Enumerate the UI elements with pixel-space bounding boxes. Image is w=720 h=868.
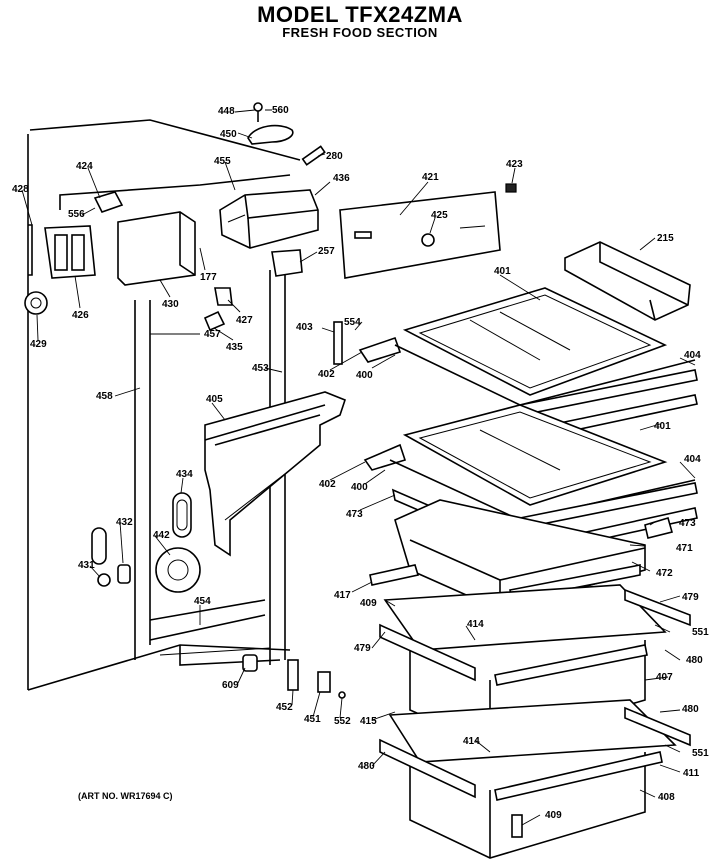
callout-401: 401 xyxy=(494,266,511,277)
callout-480c: 480 xyxy=(358,761,375,772)
callout-411: 411 xyxy=(683,768,700,779)
callout-480b: 480 xyxy=(682,704,699,715)
callout-404b: 404 xyxy=(684,454,701,465)
door-bin xyxy=(564,241,691,321)
callout-177: 177 xyxy=(200,272,217,283)
callout-455: 455 xyxy=(214,156,231,167)
callout-453: 453 xyxy=(252,363,269,374)
callout-428: 428 xyxy=(12,184,29,195)
callout-408: 408 xyxy=(658,792,675,803)
lower-left-parts xyxy=(91,492,258,672)
callout-427: 427 xyxy=(236,315,253,326)
fan-housing xyxy=(219,189,319,249)
callout-404: 404 xyxy=(684,350,701,361)
callout-551: 551 xyxy=(692,627,709,638)
center-brackets xyxy=(287,659,346,699)
control-panel xyxy=(339,183,517,279)
callout-432: 432 xyxy=(116,517,133,528)
callout-434: 434 xyxy=(176,469,193,480)
callout-403: 403 xyxy=(296,322,313,333)
callout-labels: 448 560 450 280 424 455 436 423 421 428 … xyxy=(12,105,709,821)
callout-430: 430 xyxy=(162,299,179,310)
callout-554: 554 xyxy=(344,317,361,328)
section-subtitle: FRESH FOOD SECTION xyxy=(282,25,438,40)
crisper-drawer-middle xyxy=(379,584,691,746)
crisper-drawer-lower xyxy=(379,699,691,859)
callout-426: 426 xyxy=(72,310,89,321)
left-small-parts xyxy=(24,191,124,315)
shelf-supports xyxy=(333,321,407,471)
callout-442: 442 xyxy=(153,530,170,541)
callout-448: 448 xyxy=(218,106,235,117)
air-duct xyxy=(204,391,346,557)
art-number: (ART NO. WR17694 C) xyxy=(78,791,173,801)
callout-451: 451 xyxy=(304,714,321,725)
callout-479: 479 xyxy=(682,592,699,603)
top-hardware xyxy=(247,102,326,166)
callout-471: 471 xyxy=(676,543,693,554)
callout-414b: 414 xyxy=(463,736,480,747)
callout-458: 458 xyxy=(96,391,113,402)
callout-609: 609 xyxy=(222,680,239,691)
callout-480: 480 xyxy=(686,655,703,666)
callout-431: 431 xyxy=(78,560,95,571)
upper-glass-shelf xyxy=(394,287,698,436)
callout-454: 454 xyxy=(194,596,211,607)
callout-215: 215 xyxy=(657,233,674,244)
callout-415: 415 xyxy=(360,716,377,727)
callout-457: 457 xyxy=(204,329,221,340)
callout-402: 402 xyxy=(318,369,335,380)
callout-429: 429 xyxy=(30,339,47,350)
callout-409: 409 xyxy=(360,598,377,609)
model-title: MODEL TFX24ZMA xyxy=(257,2,463,27)
callout-407: 407 xyxy=(656,672,673,683)
callout-424: 424 xyxy=(76,161,93,172)
callout-452: 452 xyxy=(276,702,293,713)
callout-436: 436 xyxy=(333,173,350,184)
callout-556: 556 xyxy=(68,209,85,220)
callout-472: 472 xyxy=(656,568,673,579)
callout-280: 280 xyxy=(326,151,343,162)
callout-551b: 551 xyxy=(692,748,709,759)
callout-405: 405 xyxy=(206,394,223,405)
callout-409b: 409 xyxy=(545,810,562,821)
callout-414: 414 xyxy=(467,619,484,630)
callout-417: 417 xyxy=(334,590,351,601)
callout-425: 425 xyxy=(431,210,448,221)
callout-400b: 400 xyxy=(351,482,368,493)
leader-lines xyxy=(21,109,696,826)
callout-473b: 473 xyxy=(679,518,696,529)
callout-473: 473 xyxy=(346,509,363,520)
callout-435: 435 xyxy=(226,342,243,353)
thermostat-box xyxy=(117,211,303,332)
callout-560: 560 xyxy=(272,105,289,116)
callout-552: 552 xyxy=(334,716,351,727)
callout-450: 450 xyxy=(220,129,237,140)
callout-257: 257 xyxy=(318,246,335,257)
callout-479b: 479 xyxy=(354,643,371,654)
callout-401b: 401 xyxy=(654,421,671,432)
callout-400: 400 xyxy=(356,370,373,381)
callout-421: 421 xyxy=(422,172,439,183)
callout-402b: 402 xyxy=(319,479,336,490)
callout-423: 423 xyxy=(506,159,523,170)
